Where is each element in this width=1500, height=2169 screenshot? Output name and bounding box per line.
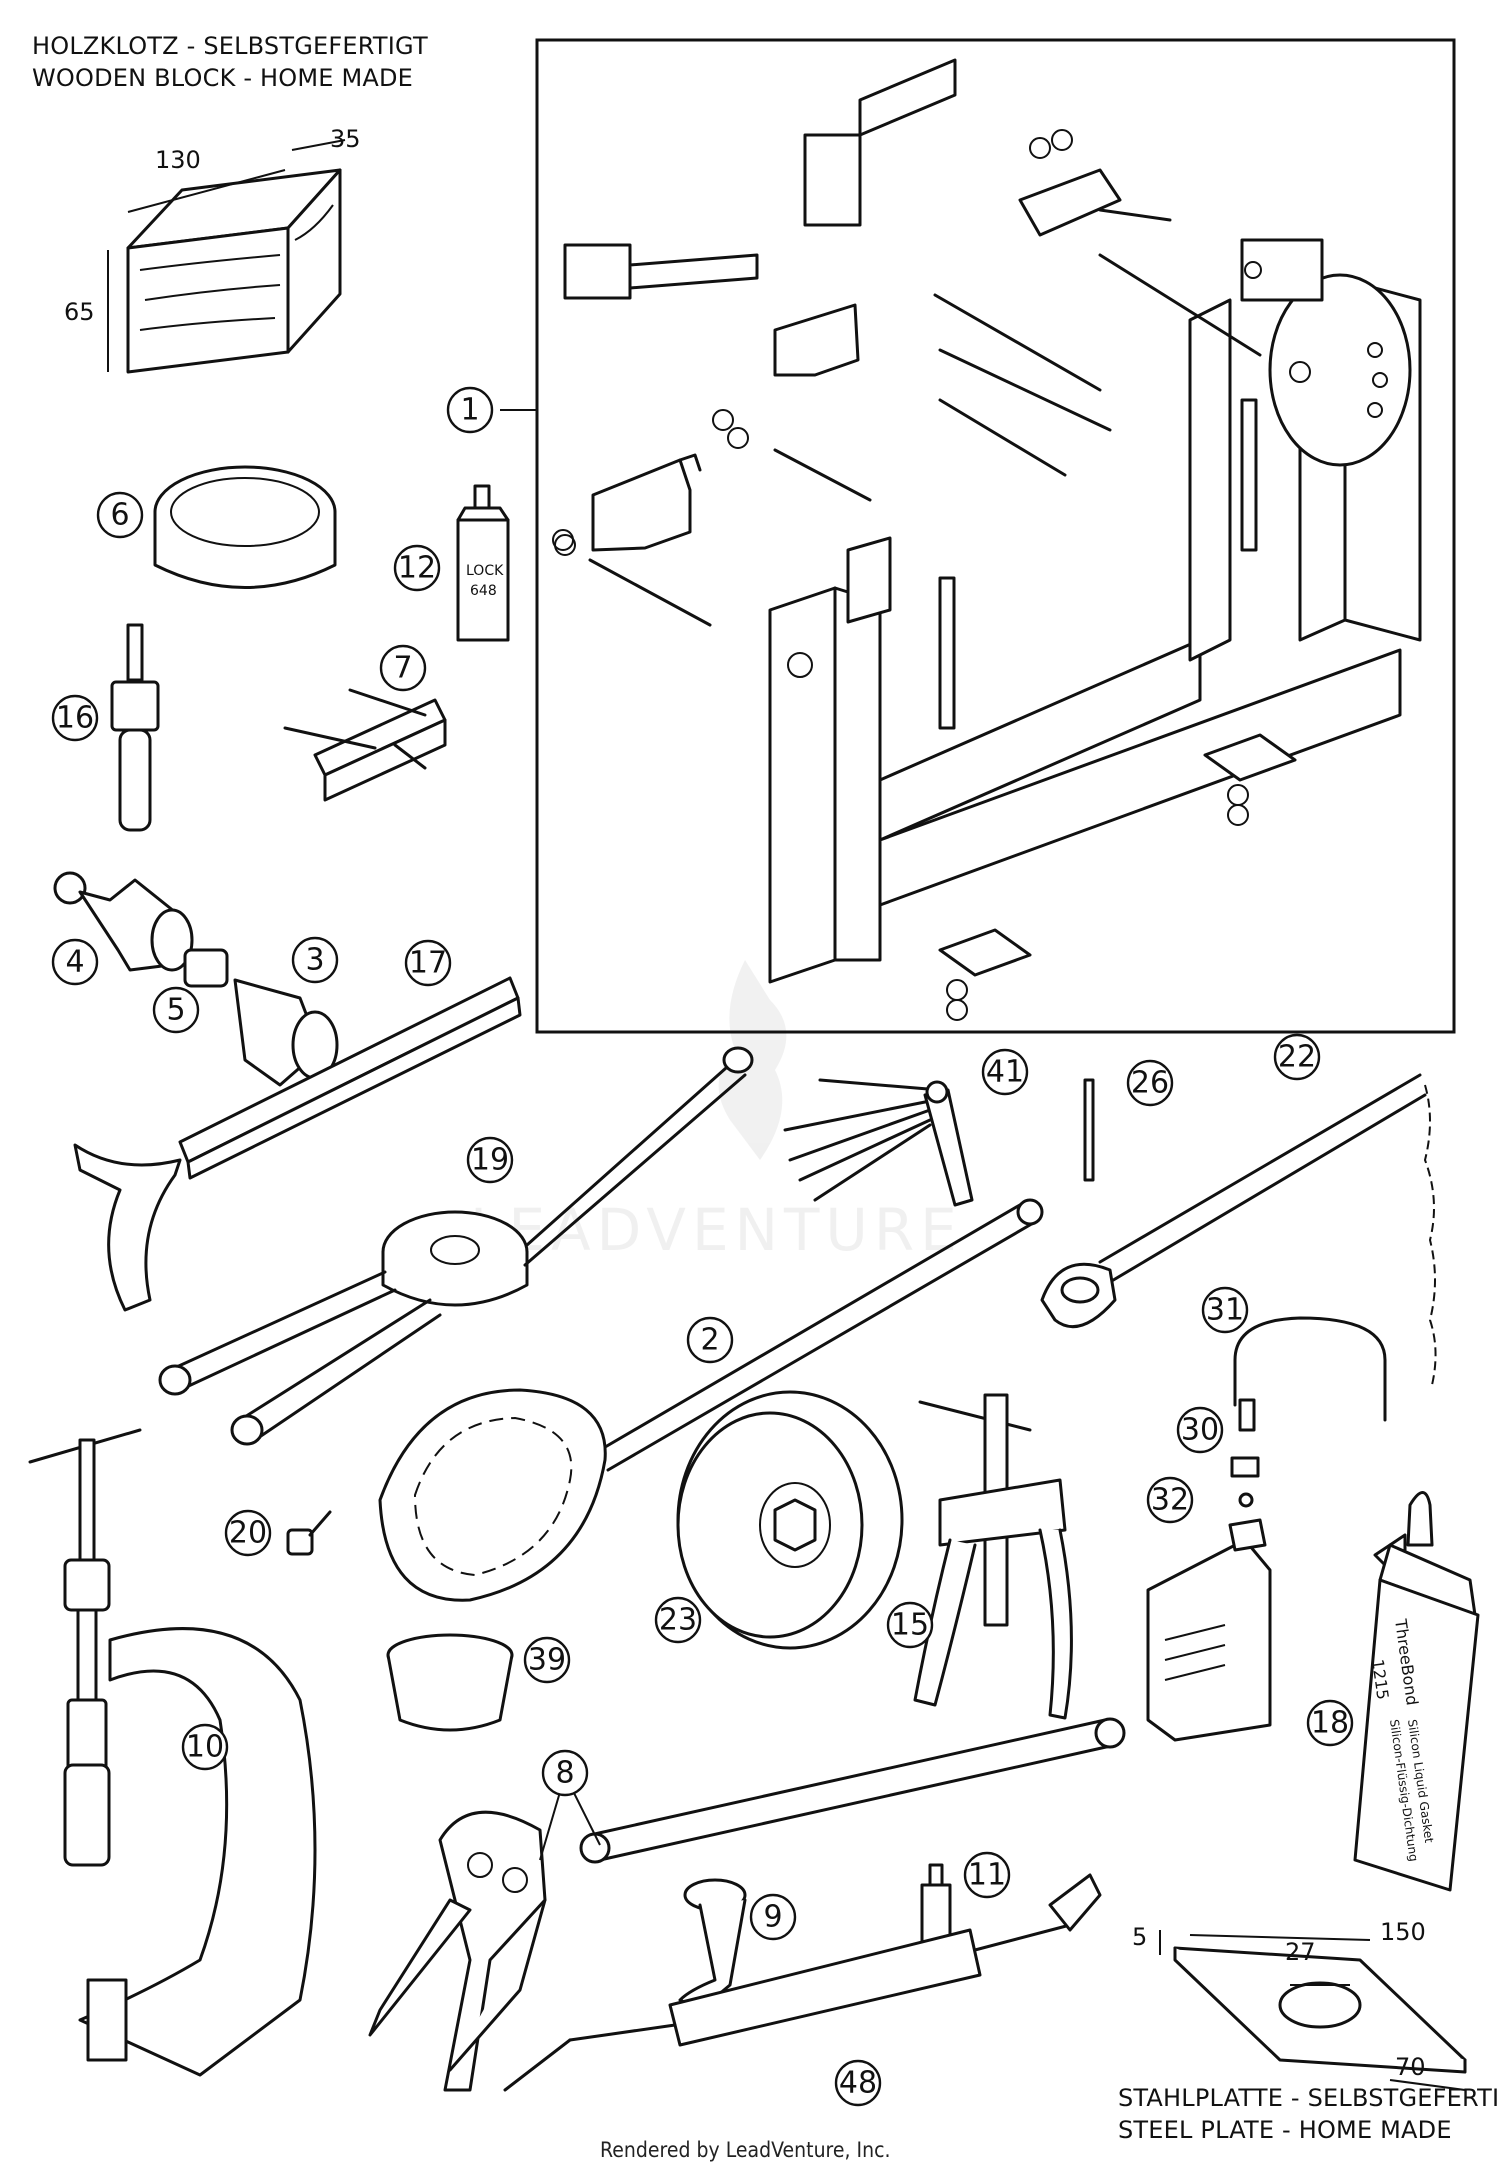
wooden-block-title-en: WOODEN BLOCK - HOME MADE bbox=[32, 64, 414, 92]
callout-39: 39 bbox=[523, 1636, 571, 1684]
svg-text:3: 3 bbox=[305, 943, 324, 978]
svg-text:2: 2 bbox=[700, 1323, 719, 1358]
steel-plate-dim-hole: 27 bbox=[1285, 1938, 1316, 1966]
svg-text:20: 20 bbox=[229, 1516, 267, 1551]
piston-ring-clamp bbox=[153, 465, 337, 589]
footer-credit: Rendered by LeadVenture, Inc. bbox=[600, 2138, 891, 2162]
svg-text:32: 32 bbox=[1151, 1483, 1189, 1518]
svg-text:18: 18 bbox=[1311, 1706, 1349, 1741]
wooden-block-title-de: HOLZKLOTZ - SELBSTGEFERTIGT bbox=[32, 32, 428, 60]
callout-19: 19 bbox=[466, 1136, 514, 1184]
svg-text:39: 39 bbox=[528, 1643, 566, 1678]
oil-container bbox=[1146, 1518, 1272, 1742]
rotor-puller-disc bbox=[676, 1390, 904, 1650]
callout-2: 2 bbox=[686, 1316, 734, 1364]
clutch-holder bbox=[378, 1198, 1044, 1602]
steel-plate: 5 27 150 70 bbox=[1132, 1918, 1467, 2091]
bottle-label-line2: 648 bbox=[470, 583, 497, 599]
svg-text:22: 22 bbox=[1278, 1040, 1316, 1075]
svg-text:26: 26 bbox=[1131, 1066, 1169, 1101]
callout-41: 41 bbox=[981, 1048, 1029, 1096]
svg-text:23: 23 bbox=[659, 1603, 697, 1638]
hose-fittings bbox=[1230, 1316, 1387, 1508]
svg-text:19: 19 bbox=[471, 1143, 509, 1178]
valve-spring-compressor bbox=[28, 1428, 317, 2077]
steel-plate-title-de: STAHLPLATTE - SELBSTGEFERTIGT bbox=[1118, 2084, 1500, 2112]
wooden-block: 130 35 65 bbox=[64, 125, 361, 374]
small-wrench bbox=[678, 1878, 747, 2012]
steel-plate-dim-width: 70 bbox=[1395, 2053, 1426, 2081]
svg-text:1: 1 bbox=[460, 393, 479, 428]
svg-text:8: 8 bbox=[555, 1756, 574, 1791]
motor-stand bbox=[552, 58, 1422, 1021]
pin bbox=[1083, 1078, 1095, 1182]
fork-holder bbox=[73, 976, 522, 1312]
holding-tool bbox=[283, 688, 447, 802]
callout-7: 7 bbox=[379, 644, 427, 692]
callout-23: 23 bbox=[654, 1596, 702, 1644]
callouts: 1 2 3 4 5 6 7 8 9 10 11 12 15 16 17 18 1… bbox=[51, 386, 1354, 2107]
hex-key-set bbox=[783, 1078, 974, 1207]
pressing-tools bbox=[53, 871, 339, 1087]
svg-text:16: 16 bbox=[56, 701, 94, 736]
watermark-text: LEADVENTURE bbox=[470, 1196, 963, 1264]
callout-1: 1 bbox=[446, 386, 494, 434]
callout-10: 10 bbox=[181, 1723, 229, 1771]
bearing-puller bbox=[913, 1393, 1073, 1720]
stand-frame-box bbox=[535, 38, 1456, 1034]
svg-text:31: 31 bbox=[1206, 1293, 1244, 1328]
wooden-block-dim-length: 130 bbox=[155, 146, 201, 174]
callout-15: 15 bbox=[886, 1601, 934, 1649]
svg-text:9: 9 bbox=[763, 1900, 782, 1935]
chain-holder bbox=[1040, 1073, 1437, 1386]
flywheel-puller bbox=[158, 1046, 754, 1446]
svg-text:12: 12 bbox=[398, 551, 436, 586]
callout-8: 8 bbox=[541, 1749, 589, 1797]
callout-11: 11 bbox=[963, 1851, 1011, 1899]
steel-plate-title-en: STEEL PLATE - HOME MADE bbox=[1118, 2116, 1452, 2144]
svg-text:10: 10 bbox=[186, 1730, 224, 1765]
callout-18: 18 bbox=[1306, 1699, 1354, 1747]
loctite-bottle: LOCK 648 bbox=[456, 484, 510, 642]
svg-text:41: 41 bbox=[986, 1055, 1024, 1090]
cup-tool bbox=[386, 1633, 514, 1732]
callout-6: 6 bbox=[96, 491, 144, 539]
svg-text:7: 7 bbox=[393, 651, 412, 686]
callout-4: 4 bbox=[51, 938, 99, 986]
callout-3: 3 bbox=[291, 936, 339, 984]
watermark: LEADVENTURE bbox=[470, 960, 963, 1264]
callout-16: 16 bbox=[51, 694, 99, 742]
puller-tool bbox=[110, 623, 160, 832]
callout-9: 9 bbox=[749, 1893, 797, 1941]
callout-12: 12 bbox=[393, 544, 441, 592]
callout-30: 30 bbox=[1176, 1406, 1224, 1454]
svg-text:11: 11 bbox=[968, 1858, 1006, 1893]
screw bbox=[286, 1510, 332, 1556]
svg-text:4: 4 bbox=[65, 945, 84, 980]
svg-text:15: 15 bbox=[891, 1608, 929, 1643]
svg-text:17: 17 bbox=[409, 946, 447, 981]
svg-text:6: 6 bbox=[110, 498, 129, 533]
callout-31: 31 bbox=[1201, 1286, 1249, 1334]
threebond-tube: ThreeBond 1215 Silicon Liquid Gasket Sil… bbox=[1353, 1491, 1480, 1892]
callout-17: 17 bbox=[404, 939, 452, 987]
svg-text:30: 30 bbox=[1181, 1413, 1219, 1448]
wooden-block-dim-height: 65 bbox=[64, 298, 95, 326]
lever-tool bbox=[368, 1717, 1126, 2092]
bottle-label-line1: LOCK bbox=[466, 563, 504, 579]
callout-20: 20 bbox=[224, 1509, 272, 1557]
steel-plate-dim-length: 150 bbox=[1380, 1918, 1426, 1946]
callout-22: 22 bbox=[1273, 1033, 1321, 1081]
callout-48: 48 bbox=[834, 2059, 882, 2107]
steel-plate-dim-thickness: 5 bbox=[1132, 1923, 1147, 1951]
svg-text:5: 5 bbox=[166, 993, 185, 1028]
callout-32: 32 bbox=[1146, 1476, 1194, 1524]
wooden-block-dim-width: 35 bbox=[330, 125, 361, 153]
callout-5: 5 bbox=[152, 986, 200, 1034]
grease-gun bbox=[503, 1873, 1102, 2092]
callout-26: 26 bbox=[1126, 1059, 1174, 1107]
svg-text:48: 48 bbox=[839, 2066, 877, 2101]
